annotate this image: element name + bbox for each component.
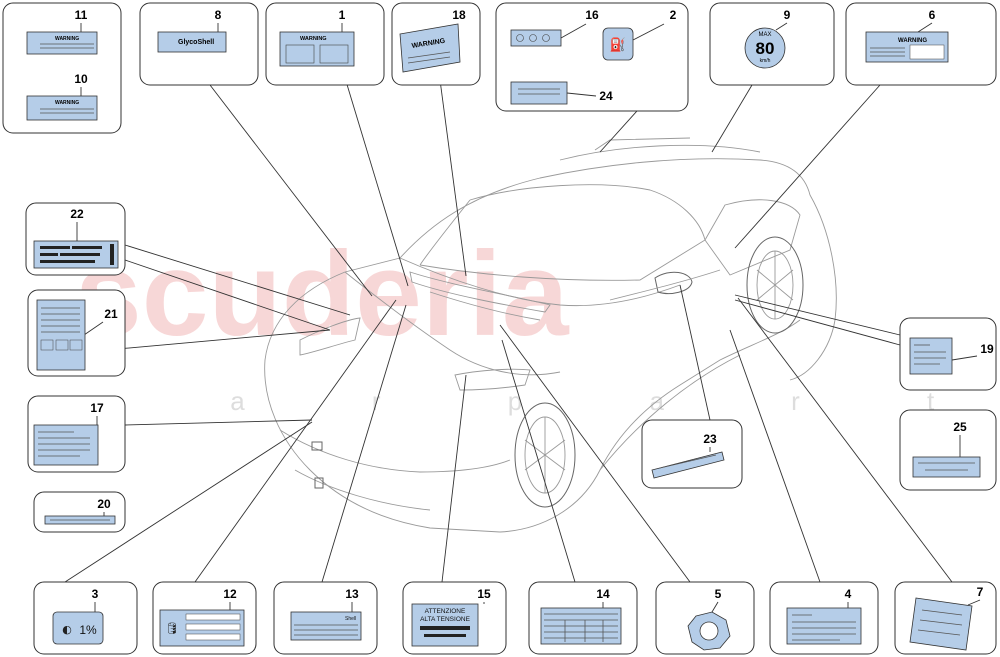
- car-outline: [264, 137, 837, 533]
- tag-4: [786, 607, 862, 645]
- part-box-21[interactable]: 21: [27, 289, 126, 377]
- tag-16: [510, 29, 562, 47]
- callout-12: 12: [223, 587, 237, 601]
- warning-tag-10: [26, 95, 98, 121]
- tag-17: [33, 424, 99, 466]
- callout-19: 19: [980, 342, 994, 356]
- callout-24: 24: [599, 89, 613, 103]
- part-box-12[interactable]: 12 🛢: [152, 581, 257, 655]
- warning-tag-11: [26, 31, 98, 55]
- part-box-15[interactable]: 15 ATTENZIONE ALTA TENSIONE: [402, 581, 507, 655]
- warning-text-1: WARNING: [300, 36, 327, 42]
- watermark-main: scuderia: [75, 227, 570, 361]
- oil-can-icon: 🛢: [165, 622, 179, 635]
- tag-24: [510, 81, 568, 105]
- callout-16: 16: [585, 8, 599, 22]
- speed-unit-text: km/h: [760, 58, 771, 64]
- part-box-3[interactable]: 3 ◐ 1%: [33, 581, 138, 655]
- leader-lines: [64, 67, 953, 583]
- callout-7: 7: [977, 585, 984, 599]
- part-box-20[interactable]: 20: [33, 491, 126, 533]
- part-box-8[interactable]: 8 GlycoShell: [139, 2, 259, 86]
- part-box-7[interactable]: 7: [894, 581, 997, 655]
- headlight-icon: ◐: [62, 623, 72, 636]
- callout-1: 1: [339, 8, 346, 22]
- callout-20: 20: [97, 497, 111, 511]
- callout-17: 17: [90, 401, 104, 415]
- part-box-1[interactable]: 1 WARNING: [265, 2, 385, 86]
- part-box-22[interactable]: 22: [25, 202, 126, 276]
- warning-text-6: WARNING: [898, 38, 927, 44]
- tag-3: [52, 611, 104, 645]
- callout-2: 2: [670, 8, 677, 22]
- part-box-11-10[interactable]: 11 WARNING 10 WARNING: [2, 2, 122, 134]
- callout-23: 23: [703, 432, 717, 446]
- callout-14: 14: [596, 587, 610, 601]
- watermark-sub: c a r p a r t s: [90, 386, 1000, 416]
- part-box-25[interactable]: 25: [899, 409, 997, 491]
- callout-11: 11: [75, 8, 88, 22]
- fuel-tag-2: [602, 27, 634, 61]
- part-box-17[interactable]: 17: [27, 395, 126, 473]
- percent-text: 1%: [79, 623, 97, 637]
- callout-21: 21: [104, 307, 118, 321]
- speed-badge: [744, 27, 786, 69]
- part-box-9[interactable]: 9 MAX 80 km/h: [709, 2, 835, 86]
- tag-7: [909, 597, 973, 651]
- tag-19: [909, 337, 953, 375]
- rear-wheel: [746, 236, 804, 334]
- part-box-13[interactable]: 13 Shell: [273, 581, 378, 655]
- part-box-19[interactable]: 19: [899, 317, 997, 391]
- warning-text-11: WARNING: [55, 36, 79, 42]
- part-box-6[interactable]: 6 WARNING: [845, 2, 997, 86]
- speed-value-text: 80: [756, 39, 775, 58]
- callout-6: 6: [929, 8, 936, 22]
- callout-22: 22: [70, 207, 84, 221]
- front-wheel: [514, 402, 576, 508]
- tag-23: [651, 451, 725, 479]
- fuel-pump-icon: ⛽: [610, 37, 626, 53]
- callout-18: 18: [452, 8, 466, 22]
- part-box-14[interactable]: 14: [528, 581, 638, 655]
- warning-tag-18: [399, 23, 461, 73]
- callout-4: 4: [845, 587, 852, 601]
- attenzione-text: ATTENZIONE: [425, 608, 466, 615]
- callout-13: 13: [345, 587, 359, 601]
- part-box-5[interactable]: 5: [655, 581, 755, 655]
- glycoshell-tag: [157, 31, 227, 53]
- alta-tensione-text: ALTA TENSIONE: [420, 616, 471, 623]
- part-box-4[interactable]: 4: [769, 581, 879, 655]
- glycoshell-text: GlycoShell: [178, 39, 214, 46]
- part-box-16-2-24[interactable]: 16 2 ⛽ 24: [495, 2, 689, 112]
- speed-max-text: MAX: [758, 32, 771, 38]
- tag-21: [36, 299, 86, 371]
- callout-3: 3: [92, 587, 99, 601]
- callout-10: 10: [74, 72, 88, 86]
- callout-9: 9: [784, 8, 791, 22]
- part-box-18[interactable]: 18 WARNING: [391, 2, 481, 86]
- warning-tag-1: [279, 31, 355, 67]
- part-box-23[interactable]: 23: [641, 419, 743, 489]
- tag-15: [411, 603, 479, 647]
- callout-25: 25: [953, 420, 967, 434]
- tag-25: [912, 456, 981, 478]
- callout-8: 8: [215, 8, 222, 22]
- warning-text-10: WARNING: [55, 100, 79, 106]
- callout-5: 5: [715, 587, 722, 601]
- callout-15: 15: [477, 587, 491, 601]
- shell-text: Shell: [345, 616, 356, 622]
